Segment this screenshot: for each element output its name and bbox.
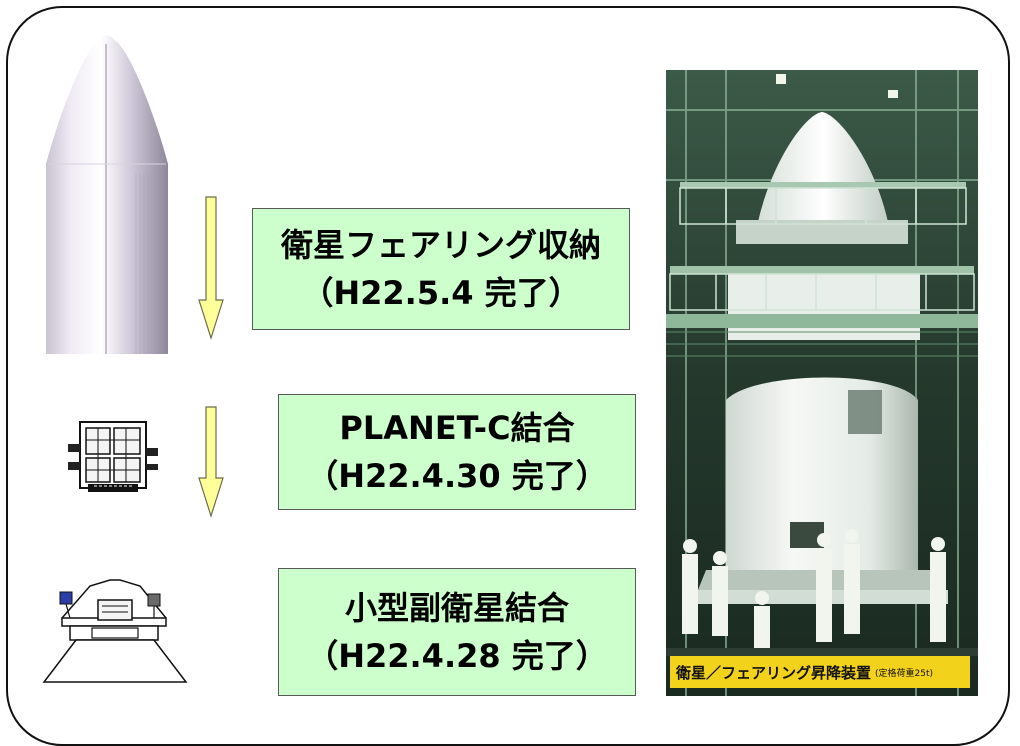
step-box-sub-satellite: 小型副衛星結合 （H22.4.28 完了） bbox=[278, 568, 636, 696]
satellite-icon bbox=[68, 421, 158, 492]
step-status: （H22.4.30 完了） bbox=[306, 457, 608, 495]
step-title: 小型副衛星結合 bbox=[344, 589, 569, 627]
step-box-fairing: 衛星フェアリング収納 （H22.5.4 完了） bbox=[252, 208, 630, 330]
step-box-planet-c: PLANET-C結合 （H22.4.30 完了） bbox=[278, 394, 636, 510]
step-status: （H22.5.4 完了） bbox=[301, 274, 581, 312]
photo-banner-note: (定格荷重25t) bbox=[875, 668, 934, 679]
step-status: （H22.4.28 完了） bbox=[306, 637, 608, 675]
photo-banner-label: 衛星／フェアリング昇降装置 bbox=[676, 663, 872, 682]
step-title: 衛星フェアリング収納 bbox=[280, 226, 601, 264]
assembly-photo: 衛星／フェアリング昇降装置 (定格荷重25t) bbox=[666, 70, 978, 696]
fairing-icon bbox=[46, 35, 168, 354]
photo-banner: 衛星／フェアリング昇降装置 (定格荷重25t) bbox=[672, 657, 972, 687]
adapter-icon bbox=[42, 579, 188, 683]
assembly-photo-drawing bbox=[666, 70, 978, 696]
down-arrow-icon bbox=[198, 406, 224, 518]
down-arrow-icon bbox=[198, 196, 224, 340]
step-title: PLANET-C結合 bbox=[339, 409, 575, 447]
